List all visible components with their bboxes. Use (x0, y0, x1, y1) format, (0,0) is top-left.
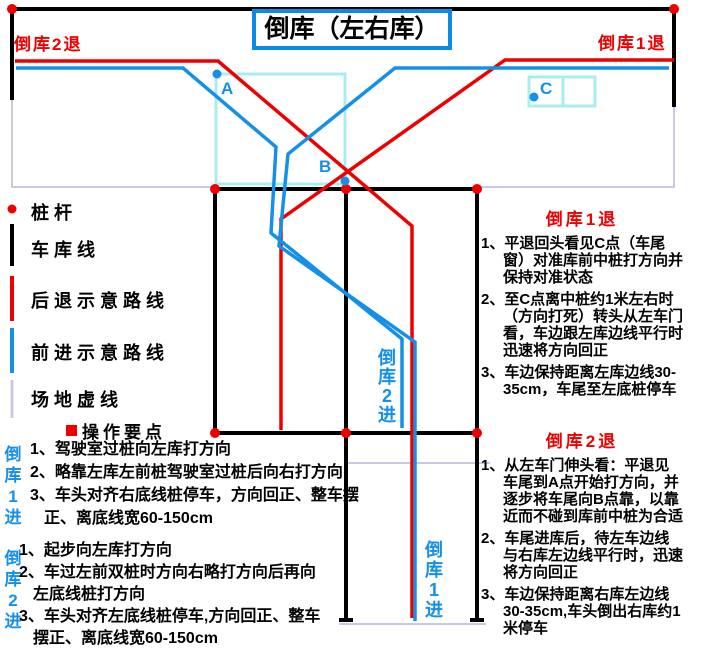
legend-forward-route-label: 前进示意路线 (31, 343, 169, 363)
field-dash-left (11, 100, 215, 188)
garage1-forward-instructions: 1、驾驶室过桩向左库打方向 2、略靠左库左前桩驾驶室过桩后向右打方向 3、车头对… (30, 438, 362, 530)
label-garage2-reverse: 倒库2退 (14, 35, 83, 54)
legend-swatches (7, 204, 77, 436)
pole-garage-bottom-left (210, 428, 220, 438)
point-c-label: C (540, 79, 553, 98)
point-c-dot (529, 92, 539, 102)
pole-garage-bottom-middle (341, 428, 351, 438)
pole-garage-front-left (210, 184, 220, 194)
key-points-header: 操作要点 (82, 423, 166, 442)
reference-point-dots (212, 69, 539, 186)
pole-top-left (7, 4, 17, 14)
left-block2-side-label: 倒库2进 (4, 549, 22, 631)
point-b-label: B (319, 157, 332, 176)
label-garage1-reverse: 倒库1退 (598, 34, 667, 53)
instruction-item: 3、车头对齐右底线桩停车，方向回正、整车摆正、离底线宽60-150cm (30, 487, 359, 527)
point-b-dot (340, 176, 350, 186)
forward-route-garage2 (16, 66, 404, 428)
field-dash-lines (11, 100, 675, 625)
field-dash-right (478, 107, 675, 188)
garage1-reverse-instructions: 倒库1退 1、平退回头看见C点（车尾窗）对准库前中桩打方向并保持对准状态 2、至… (481, 211, 683, 403)
instruction-item: 2、车过左前双桩时方向右略打方向后再向左底线桩打方向 (19, 564, 316, 603)
legend-pole-label: 桩杆 (31, 203, 77, 223)
instruction-item: 1、平退回头看见C点（车尾窗）对准库前中桩打方向并保持对准状态 (481, 235, 684, 286)
pole-garage-front-middle (341, 184, 351, 194)
point-a-dot (212, 69, 222, 79)
garage2-forward-instructions: 1、起步向左库打方向 2、车过左前双桩时方向右略打方向后再向左底线桩打方向 3、… (19, 540, 331, 650)
left-block1-side-label: 倒库1进 (4, 445, 22, 527)
car-position-boxes (214, 72, 597, 186)
garage2-reverse-heading: 倒库2退 (545, 432, 619, 451)
reverse-routes (15, 58, 674, 618)
pole-top-right (669, 4, 679, 14)
forward-route-garage1 (277, 66, 669, 621)
label-garage2-forward: 倒库2进 (378, 348, 396, 425)
pole-garage-front-right (472, 184, 482, 194)
garage1-reverse-heading: 倒库1退 (545, 210, 619, 229)
legend-garage-line-label: 车库线 (31, 240, 100, 260)
instruction-item: 3、车边保持距离左库边线30-35cm，车尾至左底桩停车 (481, 364, 677, 398)
instruction-item: 1、驾驶室过桩向左库打方向 (30, 441, 231, 458)
instruction-item: 1、起步向左库打方向 (19, 542, 172, 559)
garage2-reverse-instructions: 倒库2退 1、从左车门伸头看：平退见车尾到A点开始打方向，并逐步将车尾向B点靠，… (481, 433, 683, 642)
page-title: 倒库（左右库） (252, 9, 452, 50)
reverse-route-garage1 (279, 58, 674, 430)
instruction-item: 2、略靠左库左前桩驾驶室过桩后向右打方向 (30, 464, 343, 481)
instruction-item: 2、车尾进库后，待左车边线与右库左边线平行时，迅速将方向回正 (481, 530, 684, 581)
pole-dots (7, 4, 679, 438)
instruction-item: 3、车边保持距离右库左边线30-35cm,车头倒出右库约1米停车 (481, 586, 681, 637)
forward-routes (16, 66, 669, 621)
instruction-item: 2、至C点离中桩约1米左右时（方向打死）转头从左车门看，车边跟左库边线平行时迅速… (481, 291, 684, 359)
pole-garage-bottom-right (472, 428, 482, 438)
legend-reverse-route-label: 后退示意路线 (31, 291, 169, 311)
legend-field-dash-label: 场地虚线 (31, 390, 123, 410)
instruction-item: 3、车头对齐左底线桩停车,方向回正、整车摆正、离底线宽60-150cm (19, 608, 321, 647)
point-a-label: A (221, 79, 234, 98)
instruction-item: 1、从左车门伸头看：平退见车尾到A点开始打方向，并逐步将车尾向B点靠，以靠 近而… (481, 457, 684, 525)
label-garage1-forward: 倒库1进 (425, 540, 443, 620)
reverse-route-garage2 (15, 59, 414, 618)
legend-pole-dot (7, 204, 17, 214)
car-start-box (214, 72, 347, 186)
key-points-bullet-icon (66, 425, 77, 436)
